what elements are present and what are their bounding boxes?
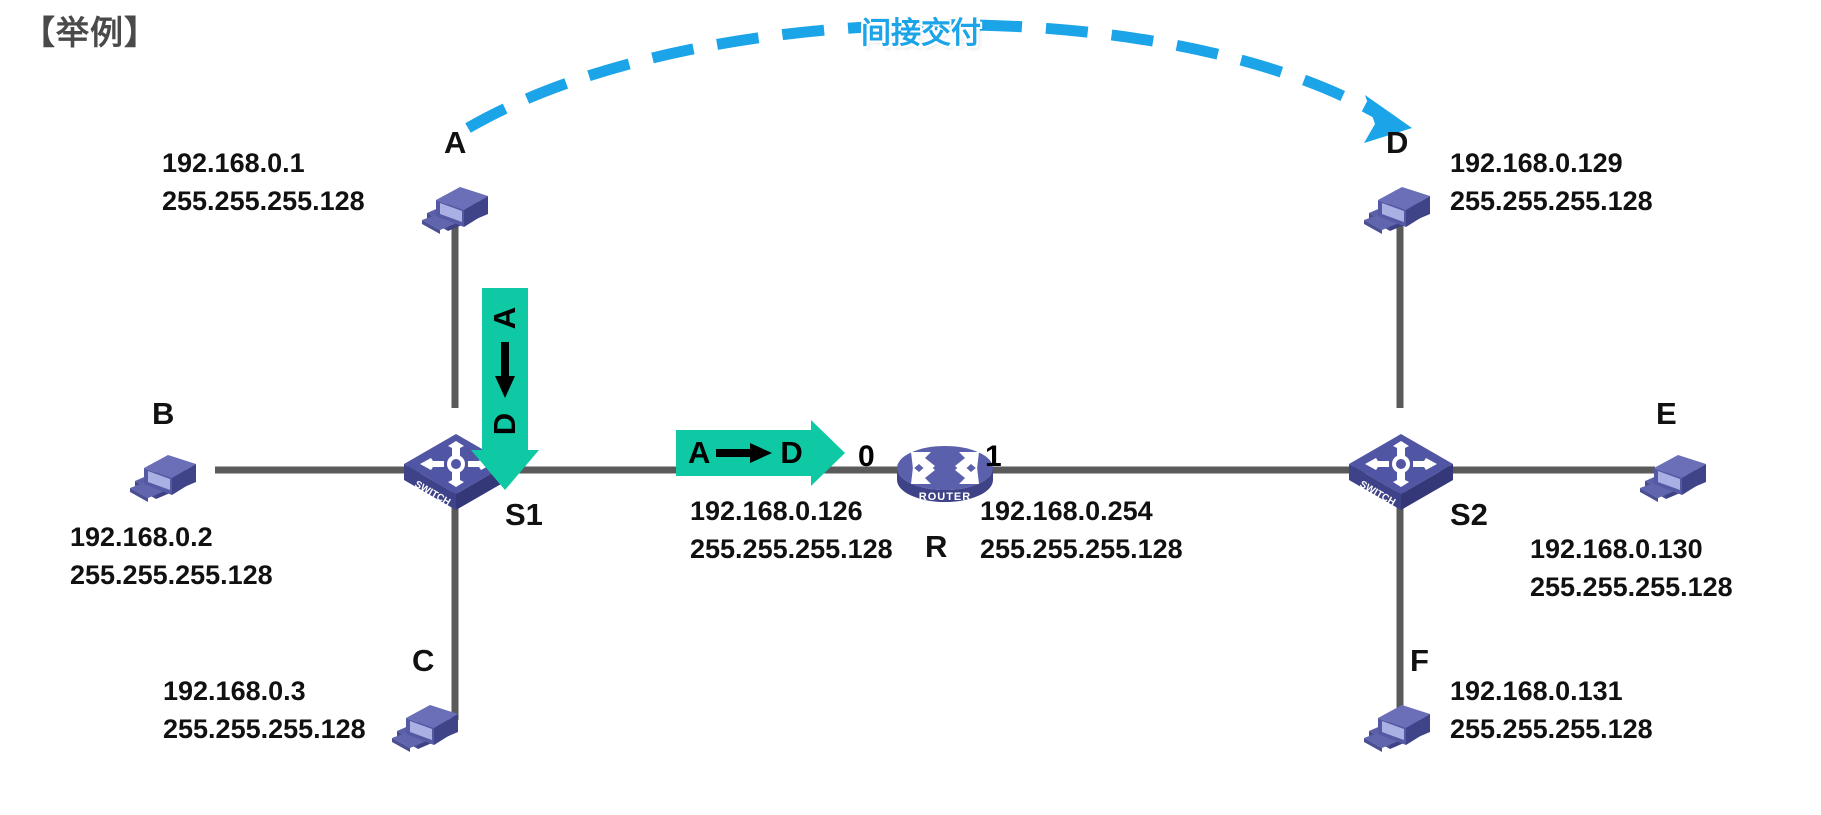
router-port-0-ip: 192.168.0.126 [690, 496, 863, 526]
switch-label-s2: S2 [1450, 497, 1488, 532]
host-label-c: C [412, 643, 435, 678]
host-mask-f: 255.255.255.128 [1450, 714, 1653, 744]
router-port-0-mask: 255.255.255.128 [690, 534, 893, 564]
router-icon: ROUTER [897, 446, 993, 503]
packet-dst-label: D [486, 412, 522, 436]
computer-icon [1640, 455, 1706, 502]
arrow-down-icon [495, 342, 515, 398]
host-ip-e: 192.168.0.130 [1530, 534, 1703, 564]
host-ip-c: 192.168.0.3 [163, 676, 306, 706]
host-icon-f[interactable] [1362, 688, 1436, 757]
router-port-0-number: 0 [858, 440, 875, 473]
computer-icon [130, 455, 196, 502]
host-address-d: 192.168.0.129 255.255.255.128 [1450, 144, 1653, 220]
host-mask-b: 255.255.255.128 [70, 560, 273, 590]
router-port-1-address: 192.168.0.254 255.255.255.128 [980, 492, 1183, 568]
router-port-1-ip: 192.168.0.254 [980, 496, 1153, 526]
host-mask-c: 255.255.255.128 [163, 714, 366, 744]
packet-tag-horizontal-body: A D [676, 430, 811, 476]
host-address-f: 192.168.0.131 255.255.255.128 [1450, 672, 1653, 748]
router-caption: ROUTER [919, 491, 971, 503]
packet-tag-vertical-body: A D [482, 288, 528, 450]
switch-label-s1: S1 [505, 497, 543, 532]
packet-src-label: A [486, 306, 522, 330]
router-port-1-mask: 255.255.255.128 [980, 534, 1183, 564]
host-address-c: 192.168.0.3 255.255.255.128 [163, 672, 366, 748]
host-ip-a: 192.168.0.1 [162, 148, 305, 178]
page-title: 【举例】 [22, 14, 158, 51]
host-label-b: B [152, 396, 175, 431]
packet-tag-vertical: A D [471, 288, 539, 490]
packet-src-label: A [688, 435, 711, 470]
computer-icon [1364, 705, 1430, 752]
host-label-f: F [1410, 643, 1429, 678]
packet-tag-horizontal-arrowhead [810, 420, 845, 486]
host-icon-a[interactable] [420, 170, 494, 239]
host-address-b: 192.168.0.2 255.255.255.128 [70, 518, 273, 594]
computer-icon [422, 187, 488, 234]
arrow-right-icon [716, 443, 773, 463]
host-icon-d[interactable] [1362, 170, 1436, 239]
indirect-delivery-arc [465, 19, 1388, 133]
host-label-e: E [1656, 396, 1677, 431]
host-address-e: 192.168.0.130 255.255.255.128 [1530, 530, 1733, 606]
router-port-1-number: 1 [985, 440, 1002, 473]
host-ip-d: 192.168.0.129 [1450, 148, 1623, 178]
packet-tag-vertical-arrowhead [471, 450, 539, 490]
router-port-0-address: 192.168.0.126 255.255.255.128 [690, 492, 893, 568]
computer-icon [392, 705, 458, 752]
host-icon-b[interactable] [128, 438, 202, 507]
host-icon-c[interactable] [390, 688, 464, 757]
host-ip-b: 192.168.0.2 [70, 522, 213, 552]
host-label-a: A [444, 125, 467, 160]
computer-icon [1364, 187, 1430, 234]
packet-tag-horizontal: A D [676, 420, 845, 486]
host-mask-a: 255.255.255.128 [162, 186, 365, 216]
host-ip-f: 192.168.0.131 [1450, 676, 1623, 706]
host-icon-e[interactable] [1638, 438, 1712, 507]
host-mask-e: 255.255.255.128 [1530, 572, 1733, 602]
indirect-delivery-arrowhead [1364, 95, 1412, 143]
host-address-a: 192.168.0.1 255.255.255.128 [162, 144, 365, 220]
switch-icon-s2[interactable]: SWITCH [1345, 430, 1457, 517]
router-label-r: R [925, 529, 948, 564]
router-icon-r[interactable]: ROUTER [895, 438, 995, 517]
switch-icon: SWITCH [1349, 434, 1453, 510]
packet-dst-label: D [780, 435, 803, 470]
host-label-d: D [1386, 125, 1409, 160]
arc-label-indirect-delivery: 间接交付 [861, 17, 981, 50]
host-mask-d: 255.255.255.128 [1450, 186, 1653, 216]
